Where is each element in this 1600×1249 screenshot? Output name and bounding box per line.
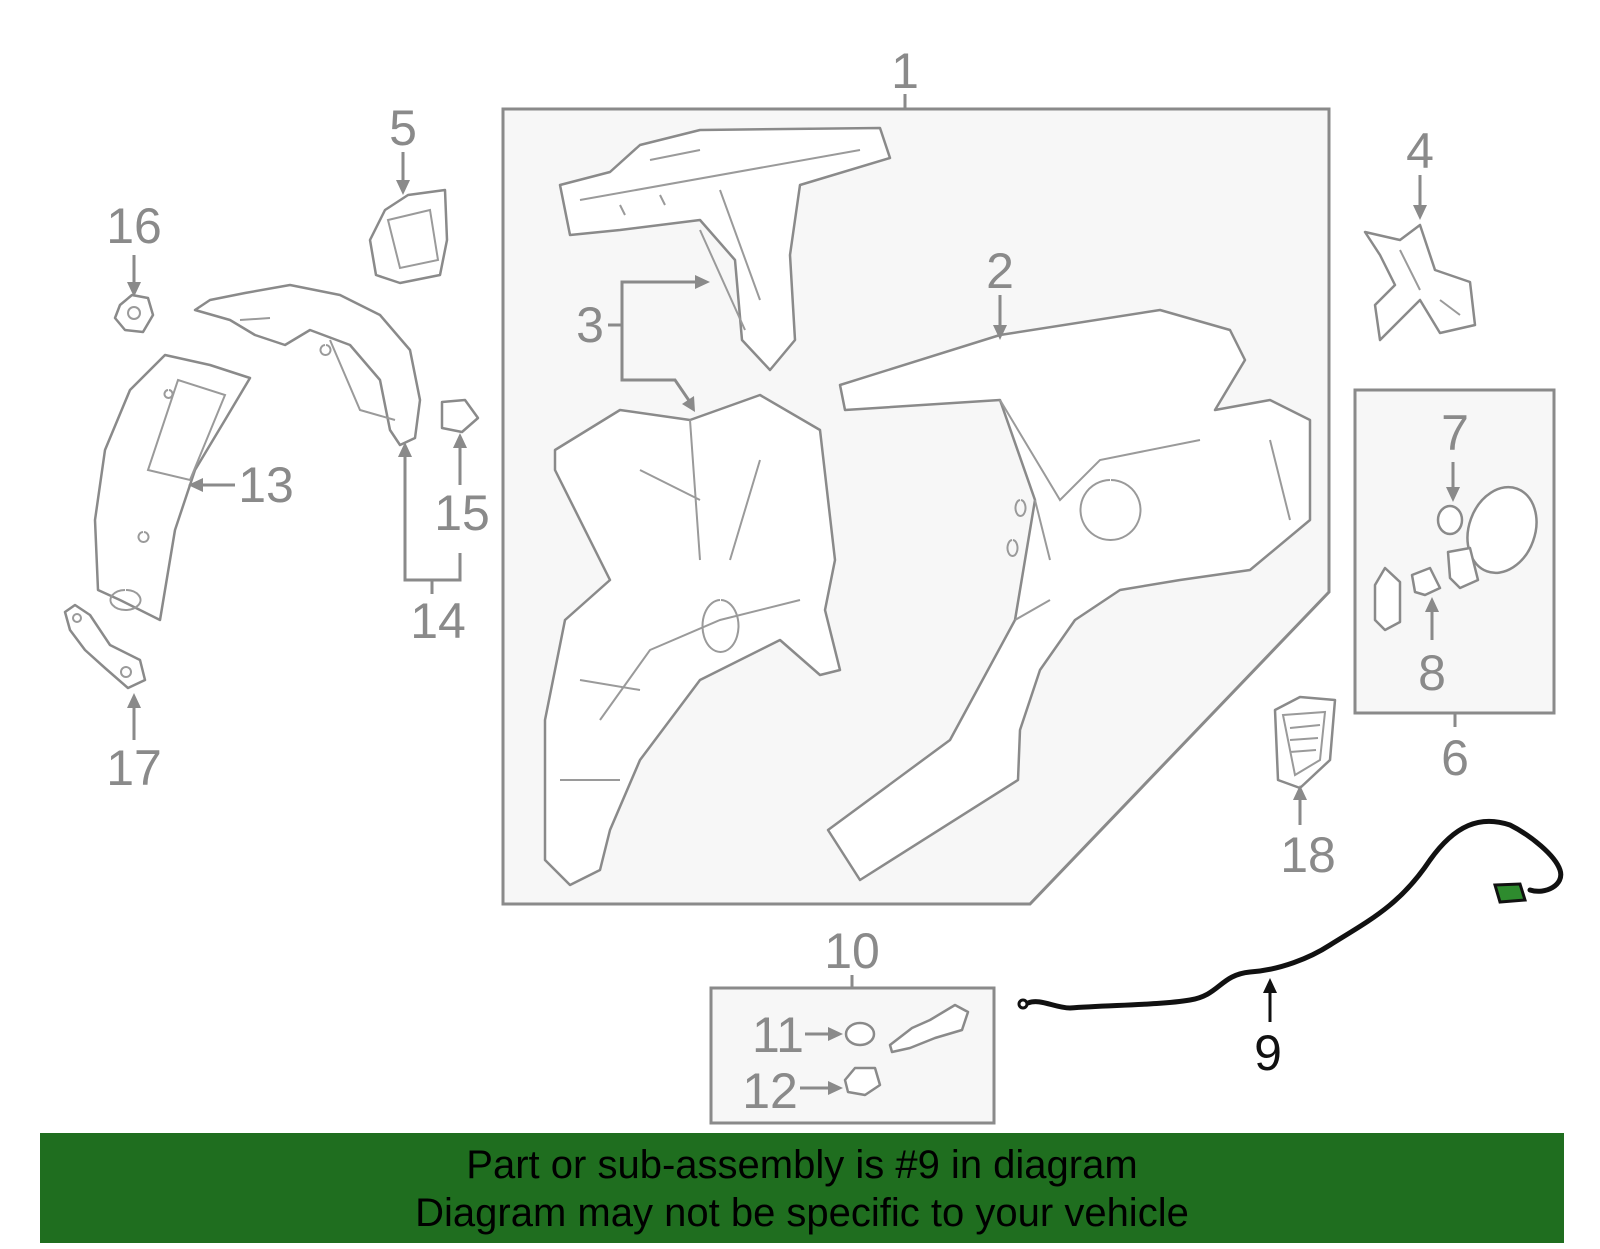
callout-17: 17 — [106, 740, 162, 796]
callout-12: 12 — [742, 1063, 798, 1119]
callout-16: 16 — [106, 198, 162, 254]
part-2-quarter-panel[interactable] — [826, 308, 1312, 882]
callout-13: 13 — [238, 457, 294, 513]
part-10-latch[interactable] — [888, 1003, 970, 1054]
callout-5: 5 — [389, 100, 417, 156]
part-6-actuator[interactable] — [1373, 566, 1402, 632]
info-banner: Part or sub-assembly is #9 in diagram Di… — [40, 1133, 1564, 1243]
part-11-cap[interactable] — [844, 1021, 876, 1047]
part-6-fuel-door[interactable] — [1446, 477, 1548, 590]
banner-line-1: Part or sub-assembly is #9 in diagram — [466, 1143, 1138, 1187]
callout-15: 15 — [434, 485, 490, 541]
part-16-nut[interactable] — [113, 293, 155, 334]
callout-1: 1 — [891, 43, 919, 99]
callout-18: 18 — [1280, 827, 1336, 883]
part-12-bumper[interactable] — [843, 1066, 882, 1097]
part-3-upper-reinforcement[interactable] — [558, 126, 892, 372]
callout-3: 3 — [576, 297, 604, 353]
callout-7: 7 — [1441, 405, 1469, 461]
callout-11: 11 — [752, 1007, 804, 1063]
callout-4: 4 — [1406, 123, 1434, 179]
callout-8: 8 — [1418, 645, 1446, 701]
part-15-clip[interactable] — [440, 398, 480, 434]
part-9-release-cable[interactable] — [1017, 818, 1564, 1011]
part-13-wheelhouse-liner[interactable] — [93, 353, 252, 622]
callout-6: 6 — [1441, 730, 1469, 786]
callout-9[interactable]: 9 — [1254, 1025, 1282, 1081]
banner-line-2: Diagram may not be specific to your vehi… — [415, 1191, 1189, 1235]
part-7-grommet[interactable] — [1436, 504, 1464, 536]
callout-14: 14 — [410, 593, 466, 649]
part-3-inner-wheelhouse[interactable] — [543, 393, 842, 887]
part-8-clip[interactable] — [1410, 566, 1442, 597]
part-4-bracket[interactable] — [1363, 223, 1477, 342]
part-18-vent[interactable] — [1273, 695, 1337, 790]
assembly-box-1 — [501, 107, 1331, 906]
callout-2: 2 — [986, 243, 1014, 299]
part-17-bracket[interactable] — [63, 603, 147, 690]
part-14-wheelhouse-liner[interactable] — [193, 283, 422, 447]
part-5-bracket[interactable] — [368, 188, 449, 285]
callout-10: 10 — [824, 923, 880, 979]
